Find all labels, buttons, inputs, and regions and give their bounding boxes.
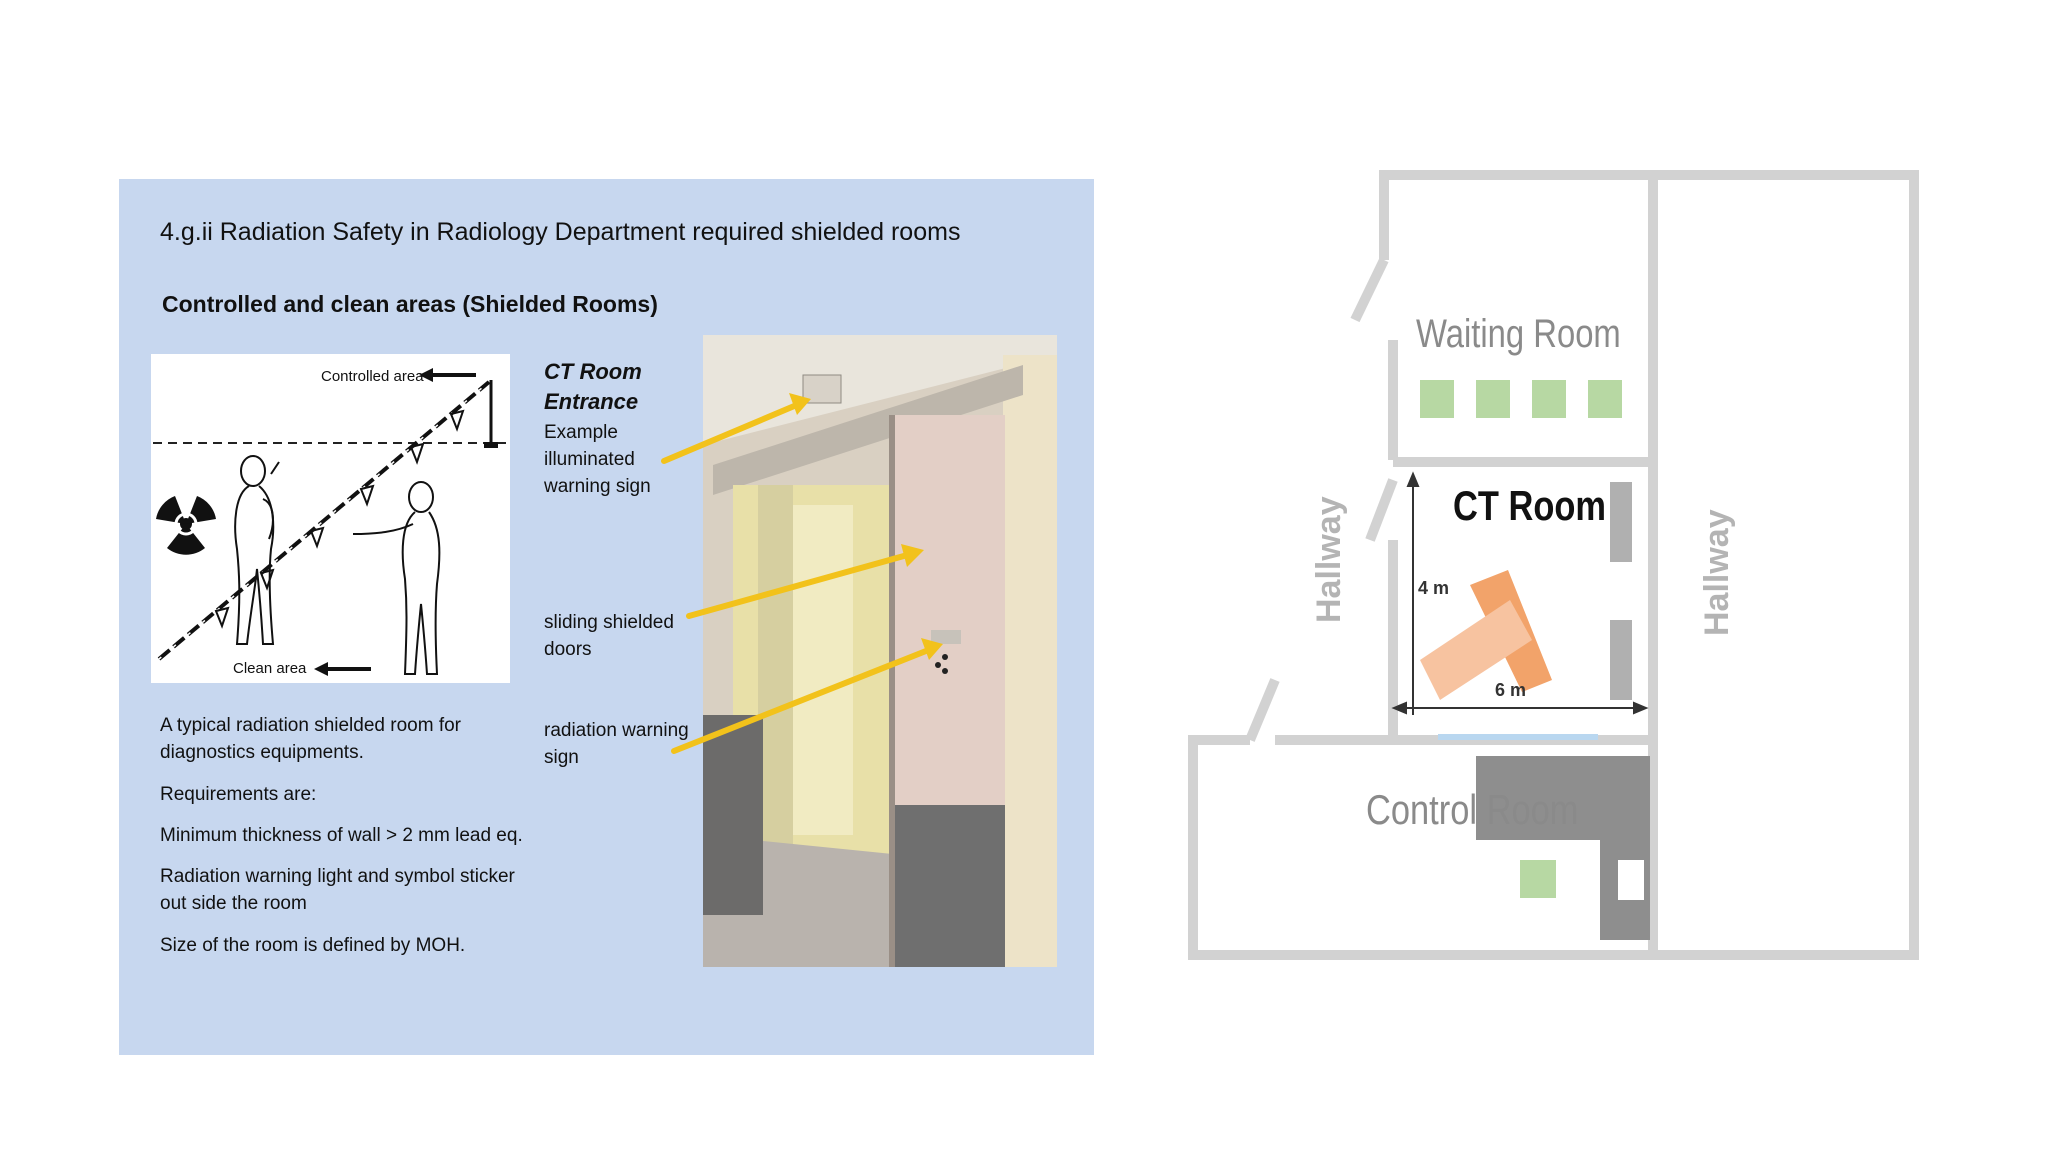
caption-ct-entrance: CT Room Entrance [544,359,642,414]
body-text-intro: A typical radiation shielded room for di… [160,715,461,763]
ct-room-label: CT Room [1453,482,1607,529]
hallway-left-label: Hallway [1310,496,1348,623]
ct-scanner-icon [1420,570,1552,700]
radiation-trefoil-icon [156,496,216,555]
hallway-right-label: Hallway [1698,509,1736,636]
barrier-illustration [153,368,506,676]
slide-title: 4.g.ii Radiation Safety in Radiology Dep… [160,218,961,246]
ct-floor-plan: Waiting Room CT Room Control Room Hallwa… [1180,160,1940,960]
clean-area-label: Clean area [233,660,307,677]
waiting-room-label: Waiting Room [1416,312,1621,356]
control-room-label: Control Room [1366,786,1579,833]
caption-radiation-sign: radiation warning sign [544,720,689,768]
slide-subtitle: Controlled and clean areas (Shielded Roo… [162,291,658,317]
ct-entrance-photo [703,335,1057,967]
controlled-clean-area-diagram: Controlled area Clean area [151,354,510,683]
person-clean-side-icon [352,481,441,675]
slide-panel: 4.g.ii Radiation Safety in Radiology Dep… [119,179,1094,1055]
person-controlled-side-icon [234,455,280,645]
dimension-height-label: 4 m [1418,578,1450,598]
caption-sliding-doors: sliding shielded doors [544,612,674,660]
body-text-warning-light: Radiation warning light and symbol stick… [160,866,515,914]
caption-warning-sign-example: Example illuminated warning sign [544,422,651,497]
body-text-wall-thickness: Minimum thickness of wall > 2 mm lead eq… [160,825,523,846]
dimension-width-label: 6 m [1495,680,1527,700]
controlled-area-label: Controlled area [321,368,424,385]
body-text-requirements: Requirements are: [160,784,317,805]
body-text-room-size: Size of the room is defined by MOH. [160,935,466,956]
waiting-room-chairs [1420,380,1622,418]
